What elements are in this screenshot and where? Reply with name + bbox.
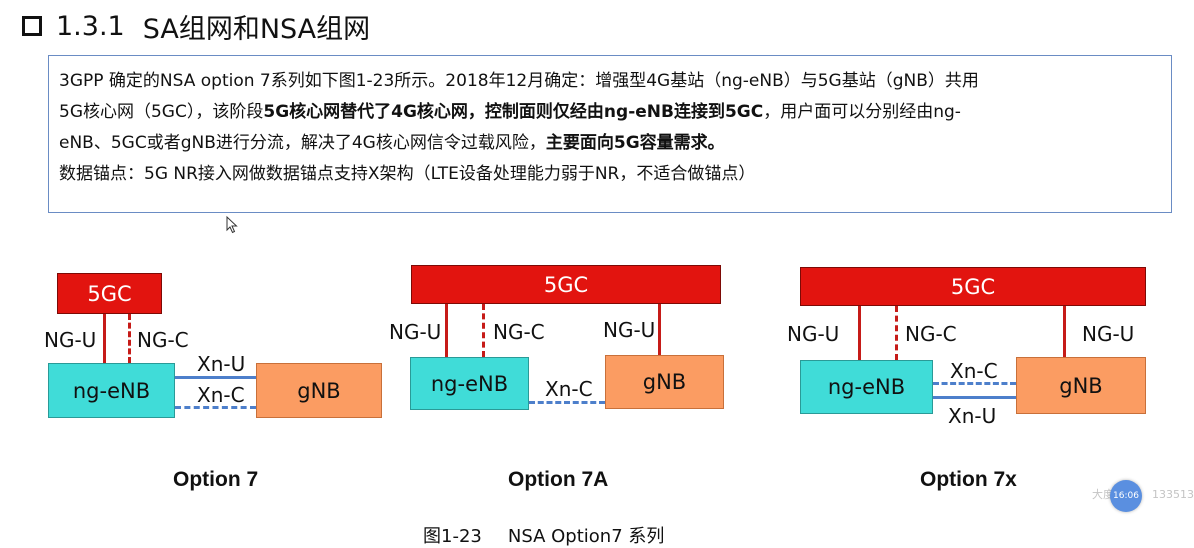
opt7a-gnb-block: gNB [605, 355, 724, 409]
paragraph-line-3: eNB、5GC或者gNB进行分流，解决了4G核心网信令过载风险，主要面向5G容量… [59, 133, 725, 153]
opt7x-xn-c-link [933, 382, 1016, 385]
opt7x-ng-u-link [858, 306, 861, 360]
paragraph-line-2: 5G核心网（5GC），该阶段5G核心网替代了4G核心网，控制面则仅经由ng-eN… [59, 102, 961, 122]
opt7a-ng-u2-link [658, 304, 661, 355]
opt7x-xn-u-link [933, 396, 1016, 399]
opt7x-xn-c-label: Xn-C [950, 359, 998, 383]
opt7-ng-c-label: NG-C [137, 328, 189, 352]
mouse-cursor-icon [226, 215, 238, 234]
opt7a-ng-enb-block: ng-eNB [410, 357, 529, 410]
opt7x-ng-c-link [895, 306, 898, 360]
opt7x-ng-c-label: NG-C [905, 322, 957, 346]
opt7a-xn-c-link [529, 401, 605, 404]
figure-caption-text: NSA Option7 系列 [507, 526, 665, 547]
opt7-ng-c-link [128, 314, 131, 363]
opt7-ng-enb-block: ng-eNB [48, 363, 175, 418]
opt7x-gnb-block: gNB [1016, 357, 1146, 414]
section-number: 1.3.1 [56, 10, 125, 42]
opt7x-ng-u2-link [1063, 306, 1066, 357]
section-heading: 1.3.1 SA组网和NSA组网 [22, 8, 371, 45]
opt7x-ng-u2-label: NG-U [1082, 322, 1135, 346]
opt7x-ng-enb-block: ng-eNB [800, 360, 933, 414]
opt7-ng-u-label: NG-U [44, 328, 97, 352]
opt7-xn-u-link [175, 376, 256, 379]
opt7x-ng-u-label: NG-U [787, 322, 840, 346]
opt7-title: Option 7 [173, 468, 259, 491]
opt7x-title: Option 7x [920, 468, 1017, 491]
paragraph-line-1: 3GPP 确定的NSA option 7系列如下图1-23所示。2018年12月… [59, 71, 979, 91]
opt7-5gc-block: 5GC [57, 273, 162, 314]
opt7a-ng-u-label: NG-U [389, 320, 442, 344]
opt7a-ng-c-label: NG-C [493, 320, 545, 344]
time-badge[interactable]: 16:06 [1110, 480, 1142, 512]
opt7a-title: Option 7A [508, 468, 609, 491]
opt7-ng-u-link [103, 314, 106, 363]
opt7-xn-u-label: Xn-U [197, 352, 246, 376]
description-box: 3GPP 确定的NSA option 7系列如下图1-23所示。2018年12月… [48, 55, 1172, 213]
opt7a-5gc-block: 5GC [411, 265, 721, 304]
opt7x-xn-u-label: Xn-U [948, 404, 997, 428]
square-bullet-icon [22, 16, 42, 36]
opt7a-ng-u2-label: NG-U [603, 318, 656, 342]
figure-caption: 图1-23 NSA Option7 系列 [423, 522, 664, 548]
paragraph-line-4: 数据锚点：5G NR接入网做数据锚点支持X架构（LTE设备处理能力弱于NR，不适… [59, 164, 756, 184]
opt7x-5gc-block: 5GC [800, 267, 1146, 306]
opt7a-xn-c-label: Xn-C [545, 377, 593, 401]
section-title: SA组网和NSA组网 [142, 13, 371, 45]
opt7-gnb-block: gNB [256, 363, 382, 418]
figure-number: 图1-23 [423, 526, 482, 547]
opt7-xn-c-link [175, 406, 256, 409]
opt7a-ng-c-link [482, 304, 485, 357]
opt7a-ng-u-link [445, 304, 448, 357]
opt7-xn-c-label: Xn-C [197, 383, 245, 407]
